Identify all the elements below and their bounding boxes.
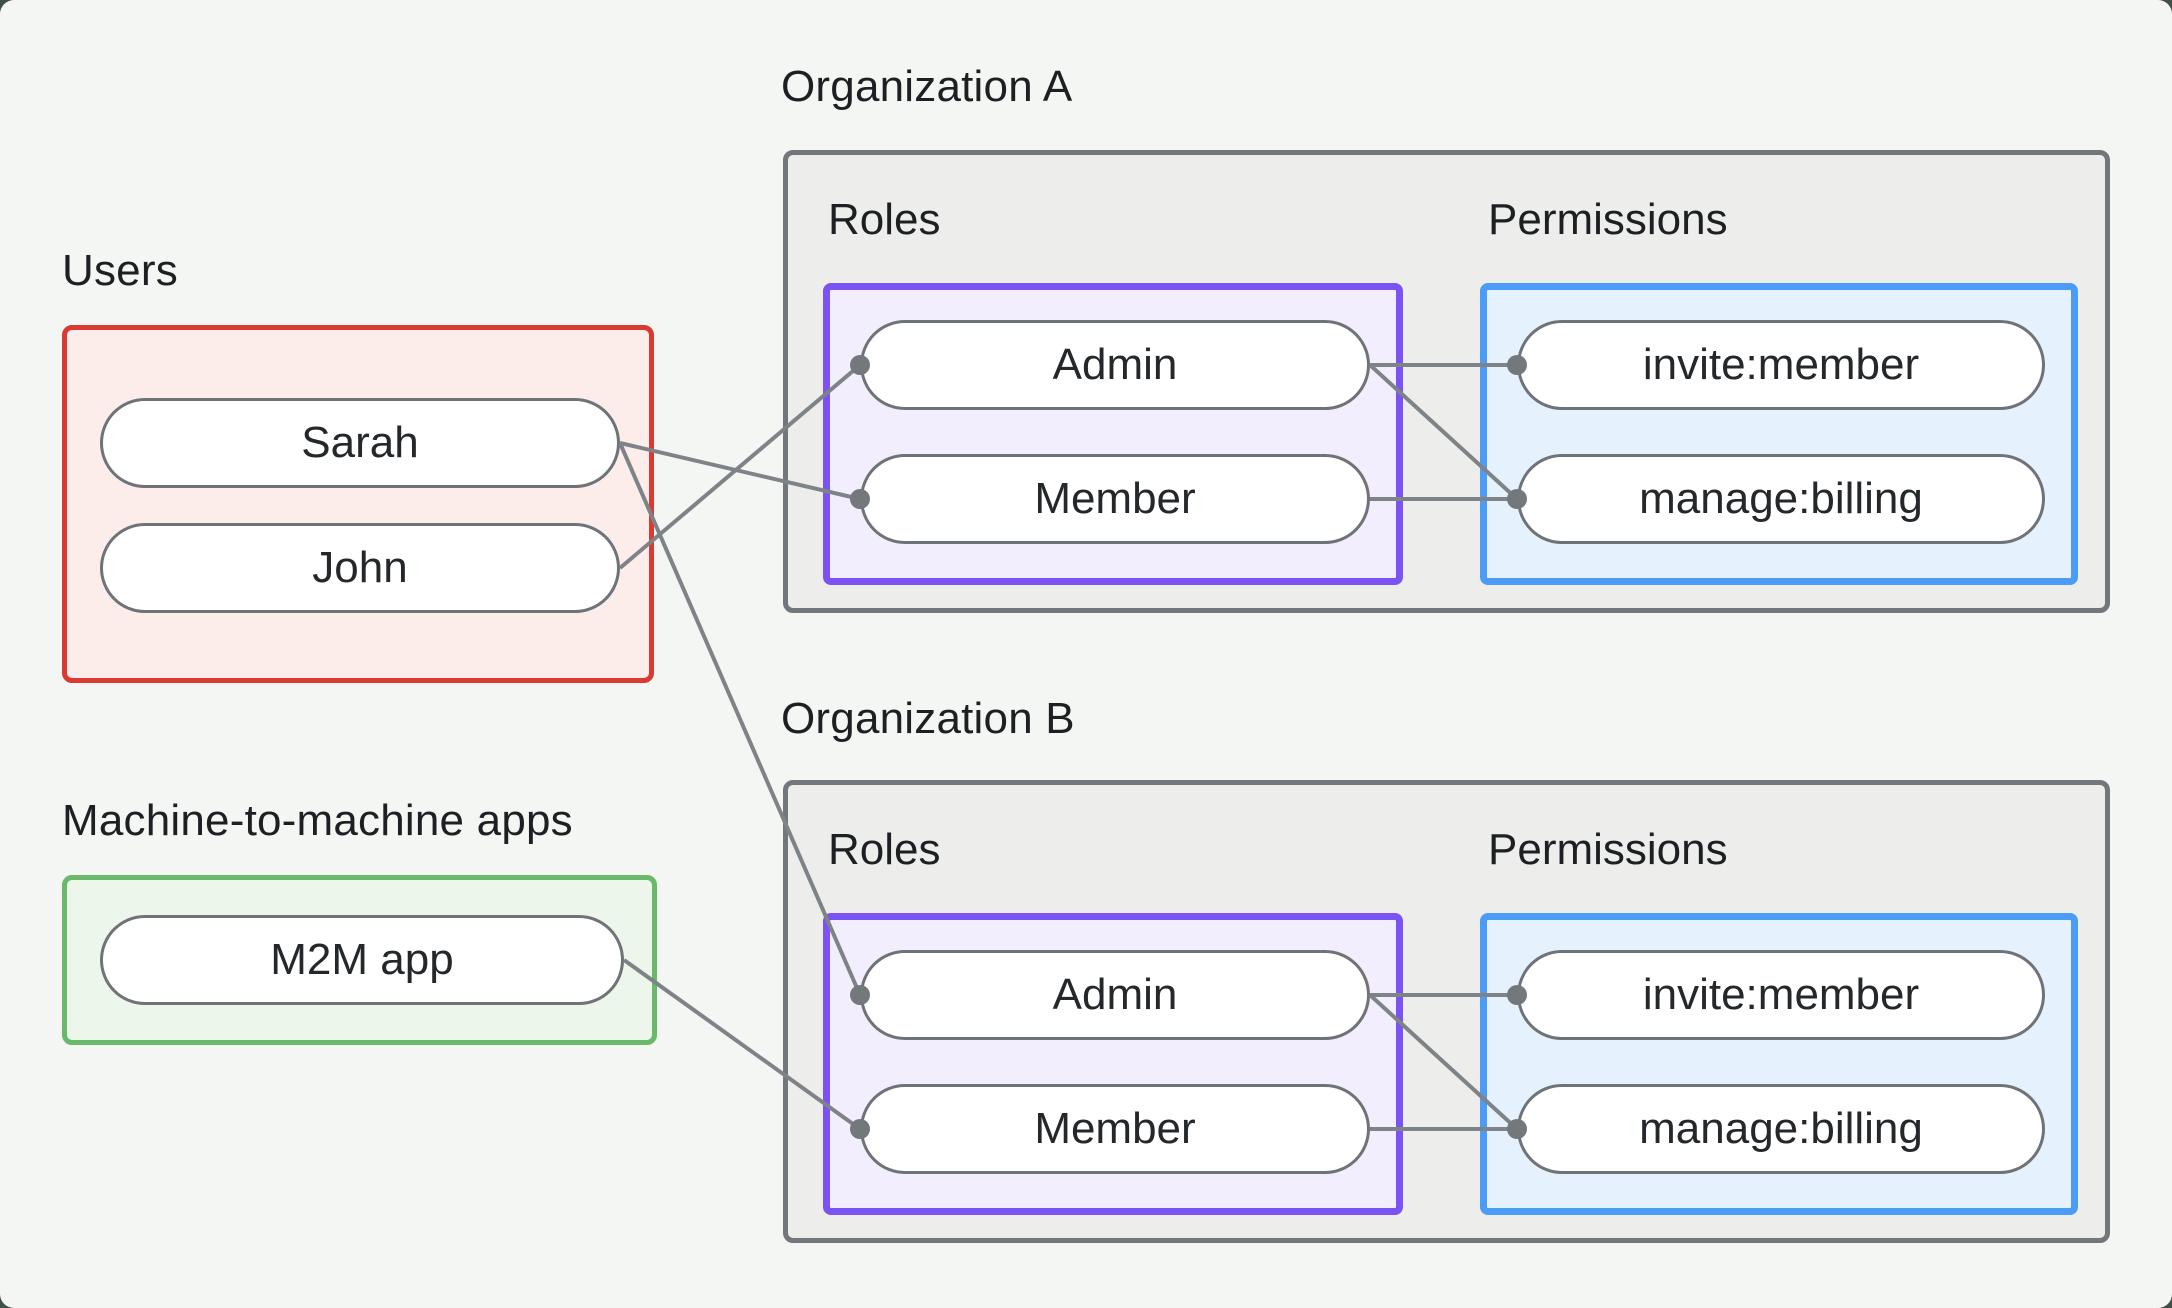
- org-b-permissions-label: Permissions: [1488, 825, 1728, 874]
- m2m-app-node: M2M app: [100, 915, 624, 1005]
- org-a-permissions-label: Permissions: [1488, 195, 1728, 244]
- org-b-title: Organization B: [781, 694, 1075, 743]
- org-a-title: Organization A: [781, 62, 1073, 111]
- org-b-permissions-box: invite:member manage:billing: [1480, 913, 2078, 1215]
- org-a-permission-manage-billing: manage:billing: [1517, 454, 2045, 544]
- org-b-permission-manage-billing: manage:billing: [1517, 1084, 2045, 1174]
- org-a-roles-box: Admin Member: [823, 283, 1403, 585]
- org-a-permission-invite-member: invite:member: [1517, 320, 2045, 410]
- user-node-john: John: [100, 523, 620, 613]
- org-b-roles-label: Roles: [828, 825, 941, 874]
- org-b-role-admin: Admin: [860, 950, 1370, 1040]
- users-heading: Users: [62, 246, 178, 295]
- org-b-permission-invite-member: invite:member: [1517, 950, 2045, 1040]
- org-b-role-member: Member: [860, 1084, 1370, 1174]
- org-a-role-admin: Admin: [860, 320, 1370, 410]
- org-a-roles-label: Roles: [828, 195, 941, 244]
- m2m-heading: Machine-to-machine apps: [62, 796, 573, 845]
- org-a-permissions-box: invite:member manage:billing: [1480, 283, 2078, 585]
- org-a-box: Roles Permissions Admin Member invite:me…: [783, 150, 2110, 613]
- org-a-role-member: Member: [860, 454, 1370, 544]
- users-group-box: Sarah John: [62, 325, 654, 683]
- m2m-group-box: M2M app: [62, 875, 657, 1045]
- user-node-sarah: Sarah: [100, 398, 620, 488]
- org-b-roles-box: Admin Member: [823, 913, 1403, 1215]
- org-b-box: Roles Permissions Admin Member invite:me…: [783, 780, 2110, 1243]
